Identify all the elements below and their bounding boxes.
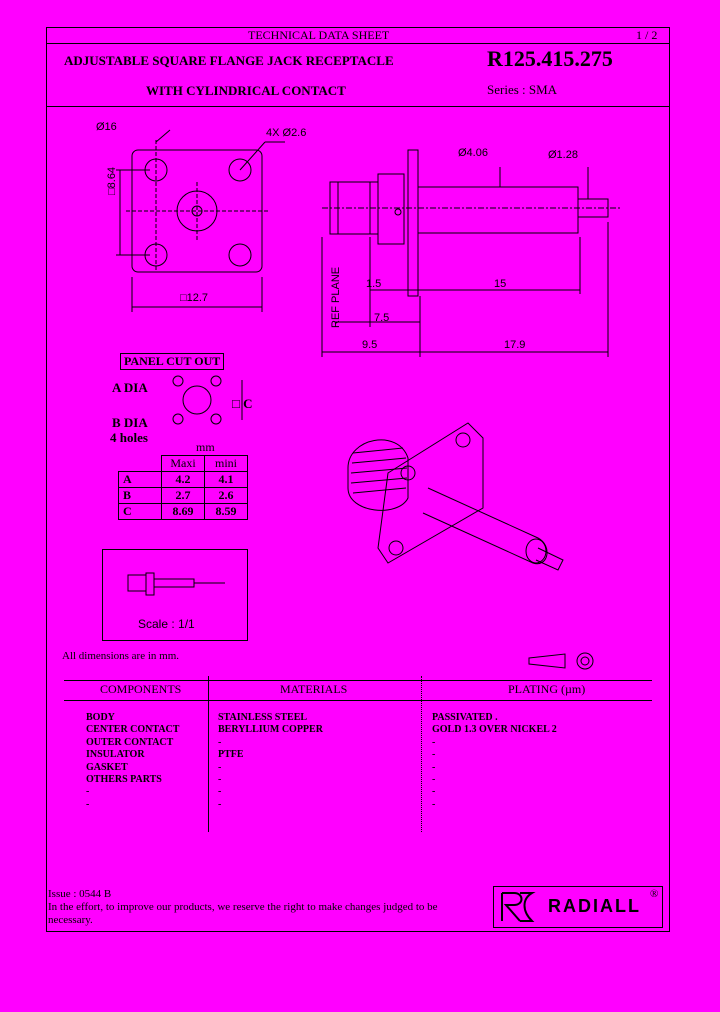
page-number: 1 / 2 [636, 28, 658, 42]
brand-box [493, 886, 663, 928]
projection-symbol-icon [528, 652, 594, 670]
a-dia-label: A DIA [112, 380, 148, 395]
list-item: - [432, 761, 436, 773]
materials-list: STAINLESS STEEL BERYLLIUM COPPER - PTFE … [218, 712, 323, 811]
dim-15: 15 [494, 278, 507, 290]
issue-label: Issue : 0544 B [48, 888, 112, 900]
list-item: - [432, 736, 436, 748]
disclaimer-line-1: In the effort, to improve our products, … [48, 901, 438, 913]
connector-isometric-view [347, 422, 564, 571]
table-row: C 8.69 8.59 [118, 503, 248, 520]
c-label: □ C [232, 396, 253, 411]
list-item: - [86, 798, 90, 810]
list-item: OTHERS PARTS [86, 774, 162, 786]
contact-pin-dia-label: Ø1.28 [548, 149, 578, 161]
flange-pitch-label: □8.64 [106, 166, 118, 195]
plating-list: PASSIVATED . GOLD 1.3 OVER NICKEL 2 - - … [432, 712, 557, 811]
table-row: A 4.2 4.1 [118, 471, 248, 488]
list-item: - [432, 786, 436, 798]
scale-drawing [127, 572, 225, 596]
list-item: - [218, 761, 222, 773]
series-label: Series : SMA [487, 82, 558, 97]
list-item: BERYLLIUM COPPER [218, 724, 323, 736]
components-divider-1 [208, 676, 209, 832]
header-plating: PLATING (µm) [508, 682, 586, 696]
components-header-rule [64, 700, 652, 701]
list-item: - [432, 798, 436, 810]
unit-label: mm [196, 440, 215, 454]
list-item: GASKET [86, 761, 128, 773]
title-line-1: ADJUSTABLE SQUARE FLANGE JACK RECEPTACLE [64, 53, 394, 68]
components-divider-2 [421, 676, 422, 832]
dim-7-5: 7.5 [374, 312, 390, 324]
panel-cut-out-title: PANEL CUT OUT [120, 353, 225, 370]
flange-hole-dia-label: Ø16 [96, 121, 117, 133]
registered-mark: ® [650, 888, 659, 900]
ref-plane-label: REF PLANE [330, 266, 342, 328]
list-item: - [218, 798, 222, 810]
list-item: STAINLESS STEEL [218, 712, 308, 723]
sheet-title: TECHNICAL DATA SHEET [248, 28, 390, 42]
dim-17-9: 17.9 [504, 339, 526, 351]
title-divider [46, 106, 670, 107]
col-mini: mini [204, 455, 248, 472]
list-item: CENTER CONTACT [86, 724, 180, 736]
list-item: BODY [86, 712, 115, 723]
sheet-frame [46, 27, 670, 932]
list-item: - [432, 749, 436, 761]
components-list: BODY CENTER CONTACT OUTER CONTACT INSULA… [86, 712, 179, 811]
holes-label: 4X Ø2.6 [266, 127, 307, 139]
list-item: GOLD 1.3 OVER NICKEL 2 [432, 724, 557, 736]
radiall-logo-icon [501, 892, 536, 922]
panel-cut-out-drawing [172, 375, 243, 425]
contact-body-dia-label: Ø4.06 [458, 147, 488, 159]
table-row: B 2.7 2.6 [118, 487, 248, 504]
flange-size-label: □12.7 [180, 292, 209, 304]
header-divider [46, 43, 670, 44]
list-item: PASSIVATED . [432, 712, 498, 723]
list-item: OUTER CONTACT [86, 736, 174, 748]
list-item: - [218, 736, 222, 748]
list-item: PTFE [218, 749, 244, 761]
components-top-rule [64, 680, 652, 681]
footer-text: Issue : 0544 B In the effort, to improve… [48, 888, 488, 927]
list-item: - [218, 774, 222, 786]
dim-1-5: 1.5 [366, 278, 382, 290]
dimensions-note: All dimensions are in mm. [62, 650, 180, 662]
brand-name: RADIALL [548, 896, 641, 916]
part-number: R125.415.275 [487, 46, 613, 71]
header-components: COMPONENTS [100, 682, 182, 696]
scale-box [102, 549, 248, 641]
list-item: - [218, 786, 222, 798]
connector-drawing [116, 129, 620, 357]
list-item: - [432, 774, 436, 786]
title-line-2: WITH CYLINDRICAL CONTACT [146, 83, 346, 98]
b-dia-holes-label: 4 holes [110, 430, 148, 445]
disclaimer-line-2: necessary. [48, 914, 93, 926]
header-materials: MATERIALS [280, 682, 348, 696]
list-item: INSULATOR [86, 749, 145, 761]
scale-label: Scale : 1/1 [138, 617, 195, 631]
list-item: - [86, 786, 90, 798]
b-dia-label: B DIA [112, 415, 148, 430]
col-maxi: Maxi [161, 455, 205, 472]
panel-cut-out-table: Maxi mini A 4.2 4.1 B 2.7 2.6 C 8.69 8.5… [118, 455, 248, 520]
dim-9-5: 9.5 [362, 339, 378, 351]
